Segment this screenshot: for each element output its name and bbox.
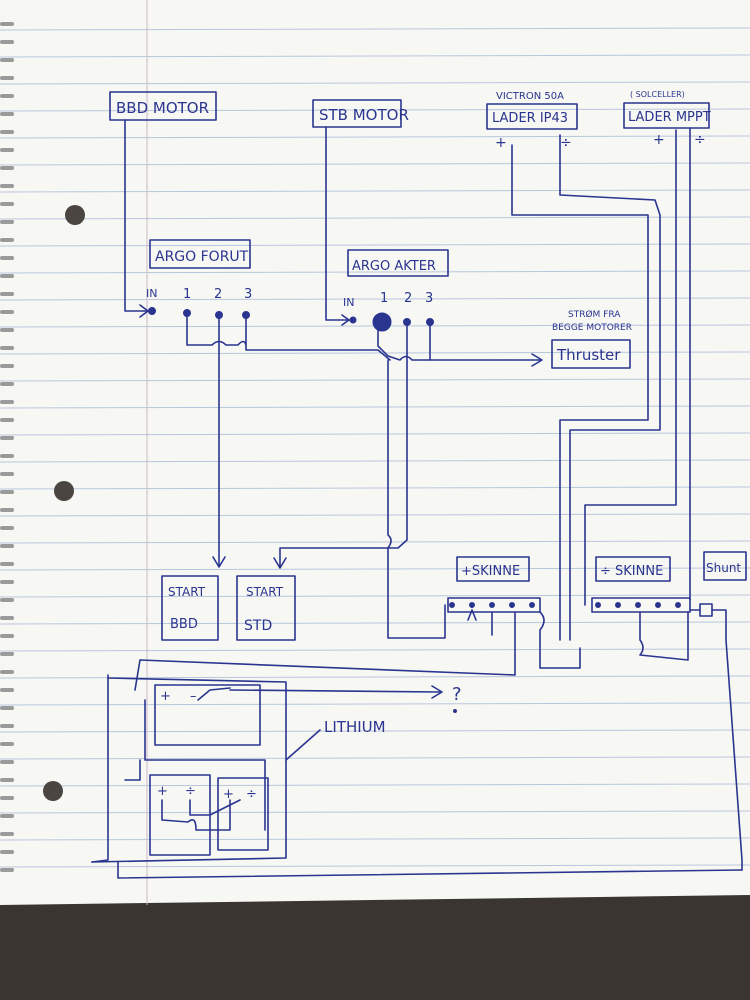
bbd-motor-label: BBD MOTOR [116,99,209,117]
spiral-binding [0,22,14,872]
wire-battery-left-link [124,759,141,781]
wires: ? LITHIUM + – + ÷ + ÷ [91,119,743,879]
lithium-enclosure [91,677,287,863]
wire-shunt-to-lithium-minus [711,609,743,871]
solceller-label: ( SOLCELLER) [630,90,685,99]
arrow-argo-akter-in [341,314,350,326]
start-std-label-2: STD [244,618,272,634]
argo-forut-t1-label: 1 [183,287,191,302]
lader-ip43-box: VICTRON 50A LADER IP43 + ÷ [486,91,578,151]
thruster-box: STRØM FRA BEGGE MOTORER Thruster [551,309,632,369]
argo-forut-in-terminal [148,307,156,315]
battery-bl-plus: + [157,784,168,799]
wire-battery-interconnect [161,799,231,831]
minus-skinne-label: ÷ SKINNE [600,564,663,579]
lader-mppt-minus: ÷ [694,132,706,148]
lader-ip43-plus: + [495,135,507,151]
wire-battery-top-neg [197,687,231,701]
lader-mppt-plus: + [653,132,665,148]
start-bbd-label-2: BBD [170,617,198,632]
lader-mppt-label: LADER MPPT [628,110,711,125]
plus-skinne-label: +SKINNE [461,564,520,579]
argo-forut-in-label: IN [146,287,157,300]
argo-forut-label: ARGO FORUT [155,249,249,265]
battery-top-minus: – [190,689,197,704]
bbd-motor-box: BBD MOTOR [109,91,217,121]
start-bbd-label-1: START [168,585,206,599]
wire-plus-busbar-link [539,611,581,669]
arrow-plus-busbar [467,609,477,621]
stb-motor-label: STB MOTOR [319,106,409,124]
argo-akter-in-label: IN [343,296,354,309]
wire-forut-to-akter [245,344,391,361]
wire-bbd-motor-to-argo-forut [124,119,149,312]
lithium-leader [285,729,321,761]
argo-forut-t2-label: 2 [214,287,222,302]
notebook-page [0,0,750,905]
wire-main-positive [387,359,446,639]
minus-skinne-box: ÷ SKINNE [595,556,671,582]
wire-mppt-plus [584,129,677,606]
battery-br-minus: ÷ [246,787,257,802]
battery-br-plus: + [223,787,234,802]
battery-top [154,684,261,746]
wire-stb-motor-to-argo-akter [325,126,350,321]
lithium-label: LITHIUM [324,718,386,736]
shunt-box: Shunt [703,551,747,581]
lader-ip43-label: LADER IP43 [492,111,568,126]
wire-battery-interconnect-2 [189,799,241,816]
argo-akter-t1-label: 1 [380,291,388,306]
argo-forut-t3-label: 3 [244,287,252,302]
argo-forut-box: ARGO FORUT IN 1 2 3 [146,239,252,302]
arrow-unknown-load [431,685,443,699]
argo-akter-t3-label: 3 [425,291,433,306]
arrow-start-std [273,557,287,569]
wire-to-thruster [377,329,541,361]
argo-akter-t2-label: 2 [404,291,412,306]
arrow-argo-forut-in [139,304,149,318]
thruster-label: Thruster [556,346,621,364]
battery-bl-minus: ÷ [185,784,196,799]
victron-label: VICTRON 50A [496,91,564,102]
stb-motor-box: STB MOTOR [312,99,409,128]
battery-bottom-right [217,777,269,851]
minus-busbar [591,597,691,613]
arrow-thruster [531,353,543,367]
wire-forut-t1-t3 [186,315,247,346]
argo-akter-label: ARGO AKTER [352,259,436,274]
wire-battery-series [144,699,266,831]
start-bbd-box: START BBD [161,575,219,641]
argo-akter-box: ARGO AKTER IN 1 2 3 [343,249,449,309]
strom-fra-label: STRØM FRA [568,309,621,320]
wire-charger-ip43-minus [559,134,661,641]
argo-akter-t1-terminal [372,312,392,332]
wire-bottom-return [117,861,743,879]
begge-motorer-label: BEGGE MOTORER [552,323,632,333]
arrow-start-bbd [212,556,226,568]
plus-skinne-box: +SKINNE [456,556,530,582]
wire-unknown-load [229,689,441,693]
shunt-label: Shunt [706,561,741,575]
start-std-box: START STD [236,575,296,641]
battery-top-plus: + [160,689,171,704]
lader-mppt-box: ( SOLCELLER) LADER MPPT + ÷ [623,90,711,148]
wire-akter-t2-start-std [279,324,408,567]
argo-akter-in-terminal [349,316,357,324]
wire-charger-ip43-plus [511,144,649,641]
shunt-body [689,603,713,617]
lader-ip43-minus: ÷ [560,135,572,151]
punch-holes [43,205,85,801]
start-std-label-1: START [246,585,284,599]
wire-plus-to-lithium [134,611,516,691]
wire-minus-busbar-link [639,611,689,661]
question-mark: ? [452,684,462,705]
